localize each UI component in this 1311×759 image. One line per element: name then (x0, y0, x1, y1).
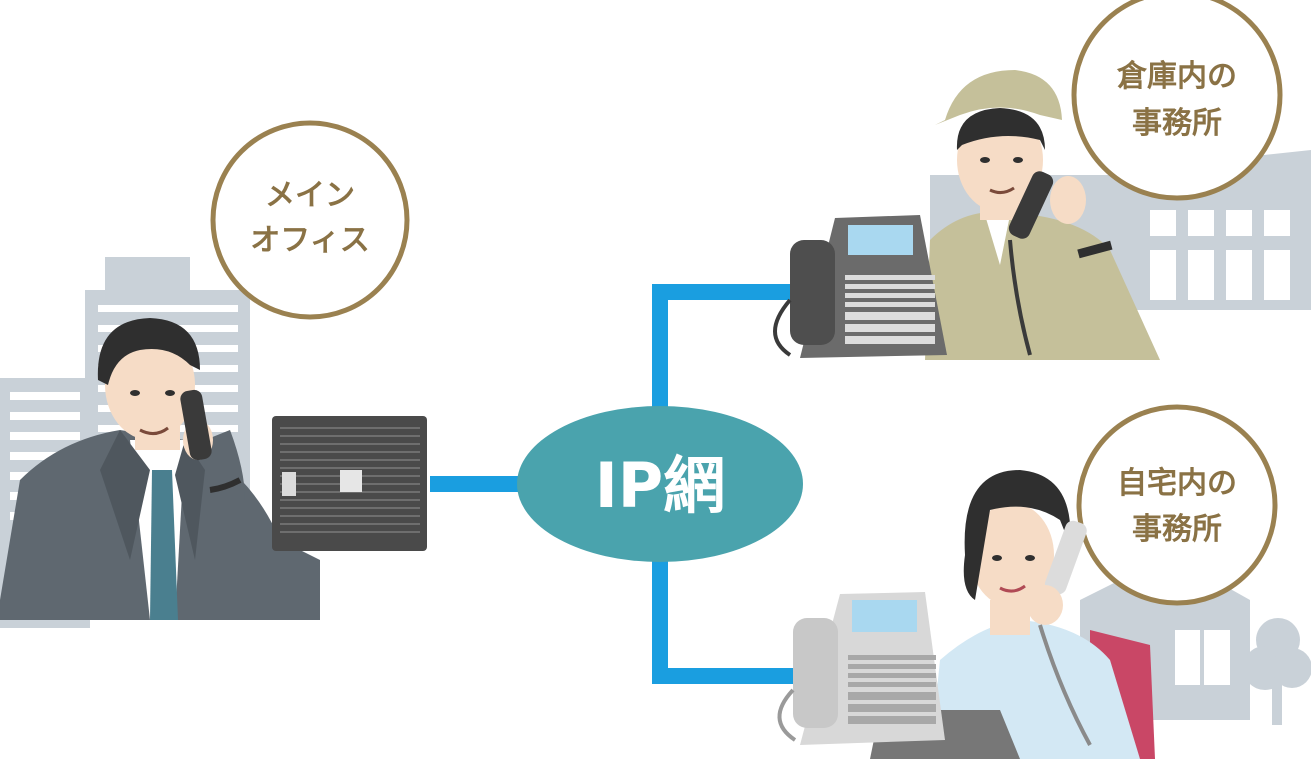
home-office-label-line2: 事務所 (1132, 512, 1222, 547)
home-office-phone (777, 592, 945, 745)
link-network-warehouse (652, 284, 795, 420)
businessman-figure (0, 318, 320, 620)
main-office-label-line1: メイン (265, 178, 355, 213)
ip-network-label: IP網 (595, 449, 726, 522)
warehouse-office-label-line2: 事務所 (1132, 106, 1222, 141)
pbx-unit (272, 416, 427, 551)
connection-lines (430, 284, 795, 684)
link-network-home (652, 550, 795, 684)
warehouse-office-bubble: 倉庫内の 事務所 (1071, 0, 1283, 201)
warehouse-worker-figure (925, 70, 1160, 360)
home-office-bubble: 自宅内の 事務所 (1076, 404, 1278, 606)
warehouse-office-label-line1: 倉庫内の (1116, 59, 1237, 94)
home-office-label-line1: 自宅内の (1117, 466, 1237, 501)
main-office-label-line2: オフィス (250, 223, 369, 258)
warehouse-office-phone (773, 215, 947, 358)
ip-network: IP網 (517, 406, 803, 562)
main-office-bubble: メイン オフィス (210, 120, 410, 320)
